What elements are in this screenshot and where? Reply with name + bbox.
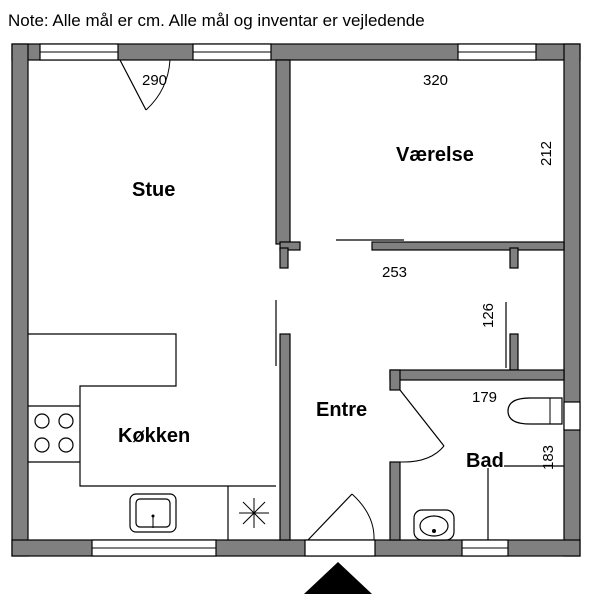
room-label-stue: Stue (132, 179, 175, 201)
windows (39, 43, 581, 557)
dim-hall-width: 253 (382, 264, 407, 281)
interior-walls (275, 59, 565, 541)
entrance-arrow-icon (304, 562, 372, 594)
dim-bad-depth: 183 (540, 445, 557, 470)
kitchen-counters (28, 333, 276, 540)
bath-sink-icon (413, 509, 455, 541)
room-label-koekken: Køkken (118, 425, 190, 447)
stove-icon (34, 413, 74, 453)
door-stue (119, 59, 171, 111)
room-label-vaerelse: Værelse (396, 144, 474, 166)
window-bottom-left (91, 539, 217, 557)
fridge-icon (239, 498, 269, 528)
dim-vaerelse-width: 320 (423, 72, 448, 89)
window-bath-side (563, 401, 581, 431)
dim-stue-width: 290 (142, 72, 167, 89)
note-text: Note: Alle mål er cm. Alle mål og invent… (8, 11, 425, 30)
shower-divider (487, 465, 564, 540)
window-top-mid (192, 43, 272, 61)
door-bad (399, 389, 445, 463)
dim-vaerelse-depth: 212 (538, 141, 555, 166)
dim-hall-depth: 126 (480, 303, 497, 328)
entrance-door (304, 493, 376, 557)
window-bottom-right (461, 539, 509, 557)
room-label-bad: Bad (466, 450, 504, 472)
outer-walls (11, 43, 581, 557)
kitchen-sink-icon (129, 493, 177, 533)
window-top-right (457, 43, 537, 61)
toilet-icon (507, 397, 563, 425)
dim-bad-width: 179 (472, 389, 497, 406)
window-top-left (39, 43, 119, 61)
room-label-entre: Entre (316, 399, 367, 421)
